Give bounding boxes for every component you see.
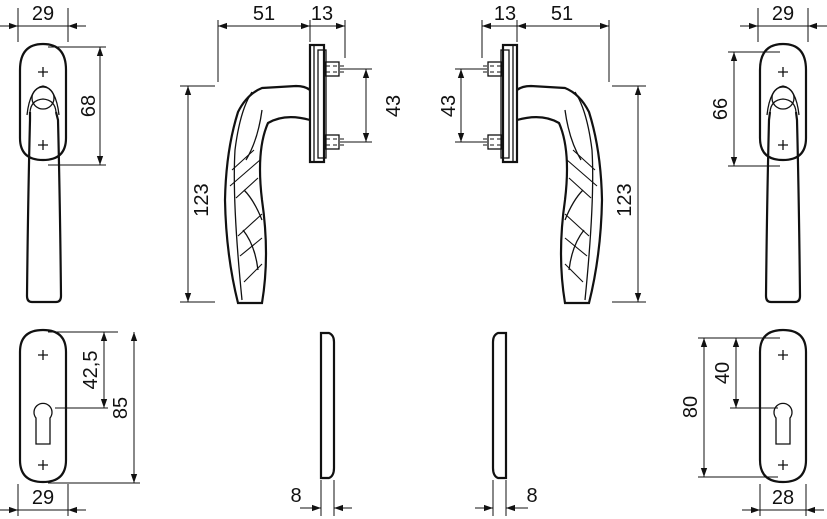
front-view-left: 29 68 — [0, 3, 106, 304]
dim-side-right-height: 123 — [614, 183, 636, 216]
dim-plate-left-height: 85 — [110, 397, 132, 419]
dim-plate-profile-right-thickness: 8 — [526, 485, 537, 507]
plate-left: 29 42,5 85 — [0, 328, 140, 516]
plate-profile-right: 8 — [475, 331, 538, 516]
dim-plate-left-center: 42,5 — [80, 351, 102, 390]
plate-right: 28 40 80 — [680, 328, 824, 516]
dim-plate-right-height: 80 — [680, 396, 702, 418]
dim-side-left-base: 13 — [311, 3, 333, 25]
front-view-right: 29 66 — [710, 3, 827, 304]
plate-profile-left: 8 — [290, 331, 352, 516]
dim-plate-right-width: 28 — [772, 487, 794, 509]
side-view-left: 51 13 123 43 — [180, 3, 405, 305]
dim-front-left-width: 29 — [32, 3, 54, 25]
dim-side-left-screws: 43 — [383, 95, 405, 117]
dim-side-left-projection: 51 — [253, 3, 275, 25]
dim-side-right-screws: 43 — [438, 95, 460, 117]
dim-side-left-height: 123 — [191, 183, 213, 216]
dim-front-left-height: 68 — [78, 95, 100, 117]
dim-plate-right-center: 40 — [712, 362, 734, 384]
dim-front-right-height: 66 — [710, 98, 732, 120]
side-view-right: 13 51 123 43 — [438, 3, 646, 305]
dim-side-right-base: 13 — [494, 3, 516, 25]
dim-side-right-projection: 51 — [551, 3, 573, 25]
dim-plate-left-width: 29 — [32, 487, 54, 509]
dim-front-right-width: 29 — [772, 3, 794, 25]
dim-plate-profile-left-thickness: 8 — [290, 485, 301, 507]
